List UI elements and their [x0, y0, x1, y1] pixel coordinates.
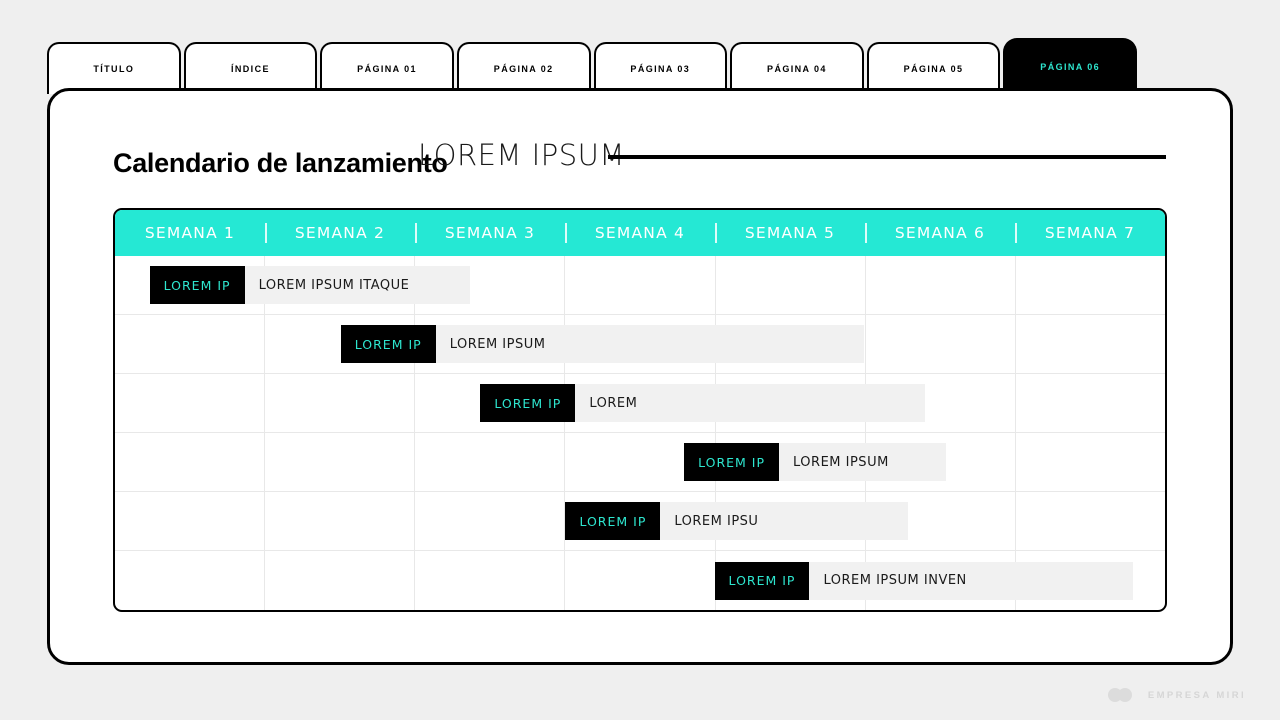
page-tab-bar: TÍTULO ÍNDICE PÁGINA 01 PÁGINA 02 PÁGINA…	[47, 38, 1137, 94]
week-header-6: SEMANA 6	[865, 210, 1015, 256]
tab-pagina-03[interactable]: PÁGINA 03	[593, 42, 728, 94]
gantt-row: LOREM IP LOREM IPSUM	[115, 433, 1165, 492]
week-label: SEMANA 4	[594, 224, 686, 242]
two-circles-logo-icon	[1107, 688, 1134, 702]
tab-pagina-06[interactable]: PÁGINA 06	[1003, 38, 1137, 94]
task-bar[interactable]: LOREM IP LOREM IPSUM ITAQUE	[149, 266, 470, 304]
tab-label: PÁGINA 06	[1040, 62, 1101, 72]
task-label: LOREM IP	[340, 325, 436, 363]
tab-indice[interactable]: ÍNDICE	[183, 42, 318, 94]
company-name: EMPRESA MIRI	[1147, 689, 1246, 701]
week-label: SEMANA 3	[444, 224, 536, 242]
title-rule	[608, 155, 1166, 159]
tab-label: PÁGINA 03	[630, 64, 691, 74]
task-text: LOREM IPSU	[660, 502, 908, 540]
gantt-row: LOREM IP LOREM IPSUM ITAQUE	[115, 256, 1165, 315]
tab-pagina-01[interactable]: PÁGINA 01	[320, 42, 454, 94]
task-label: LOREM IP	[684, 443, 780, 481]
week-label: SEMANA 6	[894, 224, 986, 242]
tab-label: PÁGINA 01	[357, 64, 417, 74]
task-bar[interactable]: LOREM IP LOREM IPSUM	[684, 443, 946, 481]
week-label: SEMANA 7	[1044, 224, 1136, 242]
task-label: LOREM IP	[480, 384, 576, 422]
task-text: LOREM IPSUM ITAQUE	[244, 266, 470, 304]
week-header-1: SEMANA 1	[115, 210, 265, 256]
task-text: LOREM IPSUM INVEN	[809, 561, 1134, 600]
tab-titulo[interactable]: TÍTULO	[47, 42, 181, 94]
tab-pagina-04[interactable]: PÁGINA 04	[730, 42, 864, 94]
task-bar[interactable]: LOREM IP LOREM IPSU	[565, 502, 908, 540]
task-text: LOREM IPSUM	[779, 443, 946, 481]
week-header-5: SEMANA 5	[715, 210, 865, 256]
tab-label: PÁGINA 02	[493, 64, 554, 74]
task-bar[interactable]: LOREM IP LOREM IPSUM	[340, 325, 864, 363]
task-bar[interactable]: LOREM IP LOREM	[480, 384, 925, 422]
week-label: SEMANA 2	[294, 224, 386, 242]
gantt-chart: SEMANA 1 SEMANA 2 SEMANA 3 SEMANA 4 SEMA…	[113, 208, 1167, 612]
page-title: Calendario de lanzamiento	[113, 148, 448, 178]
gantt-row: LOREM IP LOREM	[115, 374, 1165, 433]
task-bar[interactable]: LOREM IP LOREM IPSUM INVEN	[714, 561, 1134, 600]
gantt-body: LOREM IP LOREM IPSUM ITAQUE LOREM IP LOR…	[115, 256, 1165, 610]
task-label: LOREM IP	[714, 561, 810, 600]
gantt-row: LOREM IP LOREM IPSUM	[115, 315, 1165, 374]
week-header-3: SEMANA 3	[415, 210, 565, 256]
tab-label: ÍNDICE	[230, 64, 270, 74]
task-label: LOREM IP	[565, 502, 661, 540]
tab-label: PÁGINA 05	[903, 64, 964, 74]
week-header-2: SEMANA 2	[265, 210, 415, 256]
tab-label: PÁGINA 04	[767, 64, 827, 74]
task-label: LOREM IP	[149, 266, 245, 304]
task-text: LOREM	[575, 384, 925, 422]
week-header-4: SEMANA 4	[565, 210, 715, 256]
task-text: LOREM IPSUM	[435, 325, 864, 363]
page-title-overlay: LOREM IPSUM	[418, 138, 625, 172]
gantt-week-header: SEMANA 1 SEMANA 2 SEMANA 3 SEMANA 4 SEMA…	[115, 210, 1165, 256]
gantt-row: LOREM IP LOREM IPSUM INVEN	[115, 551, 1165, 610]
week-label: SEMANA 1	[144, 224, 236, 242]
week-header-7: SEMANA 7	[1015, 210, 1165, 256]
tab-pagina-02[interactable]: PÁGINA 02	[456, 42, 591, 94]
logo-circle-right	[1117, 688, 1132, 702]
week-label: SEMANA 5	[744, 224, 836, 242]
footer: EMPRESA MIRI	[1107, 688, 1246, 702]
gantt-row: LOREM IP LOREM IPSU	[115, 492, 1165, 551]
tab-label: TÍTULO	[93, 64, 135, 74]
title-block: Calendario de lanzamiento LOREM IPSUM	[113, 138, 1173, 186]
tab-pagina-05[interactable]: PÁGINA 05	[866, 42, 1001, 94]
